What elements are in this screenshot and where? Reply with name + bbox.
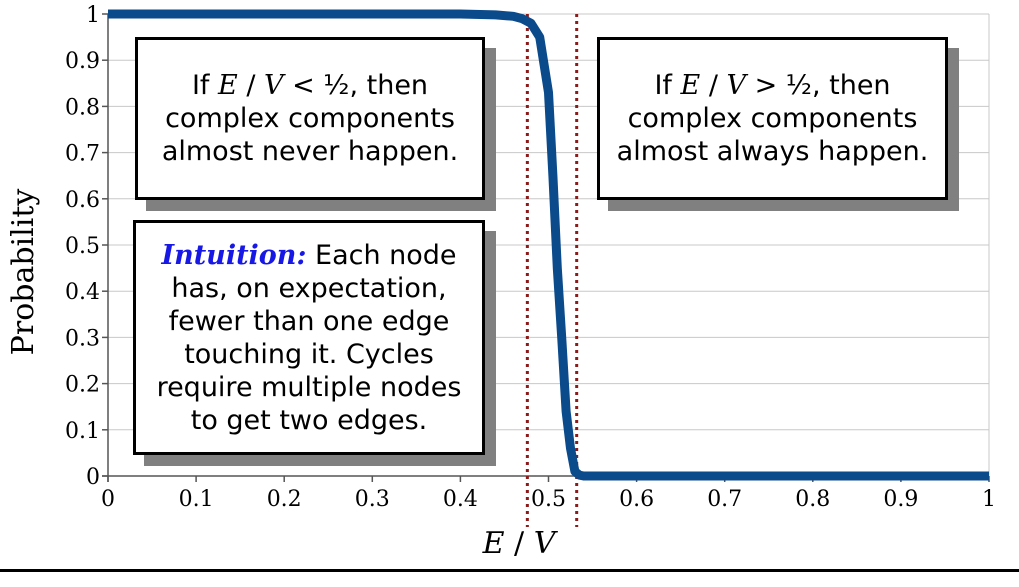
callout-line-1: If E / V > ½, then [654, 70, 891, 101]
x-axis-title-var2: V [534, 526, 559, 561]
intuition-text: Each node has, on expectation, fewer tha… [156, 239, 471, 436]
callout-var-e: E [680, 70, 701, 101]
y-tick-label: 0.2 [65, 373, 100, 398]
x-tick-label: 0.5 [531, 487, 566, 512]
callout-box: If E / V > ½, then complex components al… [597, 37, 948, 200]
probability-curve [108, 9, 989, 481]
intuition-label: Intuition: [161, 239, 307, 271]
y-tick-label: 0.4 [65, 280, 100, 305]
x-tick-label: 0.7 [707, 487, 742, 512]
y-tick-label: 1 [86, 3, 100, 28]
y-tick-label: 0.8 [65, 95, 100, 120]
x-tick-labels: 0 0.1 0.2 0.3 0.4 0.5 0.6 0.7 0.8 0.9 1 [101, 487, 996, 512]
y-tick-label: 0 [86, 465, 100, 490]
callout-text: If E / V < ½, then complex components al… [162, 69, 458, 168]
callout-line-3: almost always happen. [616, 136, 929, 167]
bottom-rule [0, 569, 1019, 572]
callout-var-e: E [218, 70, 238, 101]
x-tick-label: 0.4 [443, 487, 478, 512]
y-tick-label: 0.5 [65, 234, 100, 259]
y-tick-label: 0.1 [65, 419, 100, 444]
x-tick-label: 0.6 [619, 487, 654, 512]
callout-box: If E / V < ½, then complex components al… [135, 37, 485, 200]
callout-text: If E / V > ½, then complex components al… [617, 69, 929, 168]
callout-line-2: complex components [165, 103, 455, 134]
reference-lines [525, 14, 579, 527]
x-tick-label: 0 [101, 487, 115, 512]
callout-box: Intuition: Each node has, on expectation… [133, 220, 485, 455]
x-tick-label: 0.9 [883, 487, 918, 512]
callout-line-3: almost never happen. [161, 136, 459, 167]
callout-text: Intuition: Each node has, on expectation… [144, 239, 474, 437]
x-axis-title: E / V [482, 526, 559, 561]
x-tick-label: 0.3 [355, 487, 390, 512]
callout-line-1: If E / V < ½, then [191, 70, 429, 101]
y-axis-title: Probability [6, 189, 41, 356]
x-tick-label: 0.2 [267, 487, 302, 512]
x-axis-title-var1: E [482, 526, 505, 561]
x-tick-label: 1 [982, 487, 996, 512]
y-tick-label: 0.9 [65, 49, 100, 74]
callout-line-2: complex components [627, 103, 918, 134]
callout-var-v: V [726, 70, 747, 101]
y-tick-label: 0.7 [65, 142, 100, 167]
x-tick-label: 0.8 [795, 487, 830, 512]
y-tick-label: 0.6 [65, 188, 100, 213]
y-tick-label: 0.3 [65, 326, 100, 351]
series-layer [108, 9, 989, 481]
callout-var-v: V [264, 70, 284, 101]
x-tick-label: 0.1 [179, 487, 214, 512]
y-tick-labels: 0 0.1 0.2 0.3 0.4 0.5 0.6 0.7 0.8 0.9 1 [65, 3, 100, 490]
x-axis-title-sep: / [505, 526, 534, 561]
